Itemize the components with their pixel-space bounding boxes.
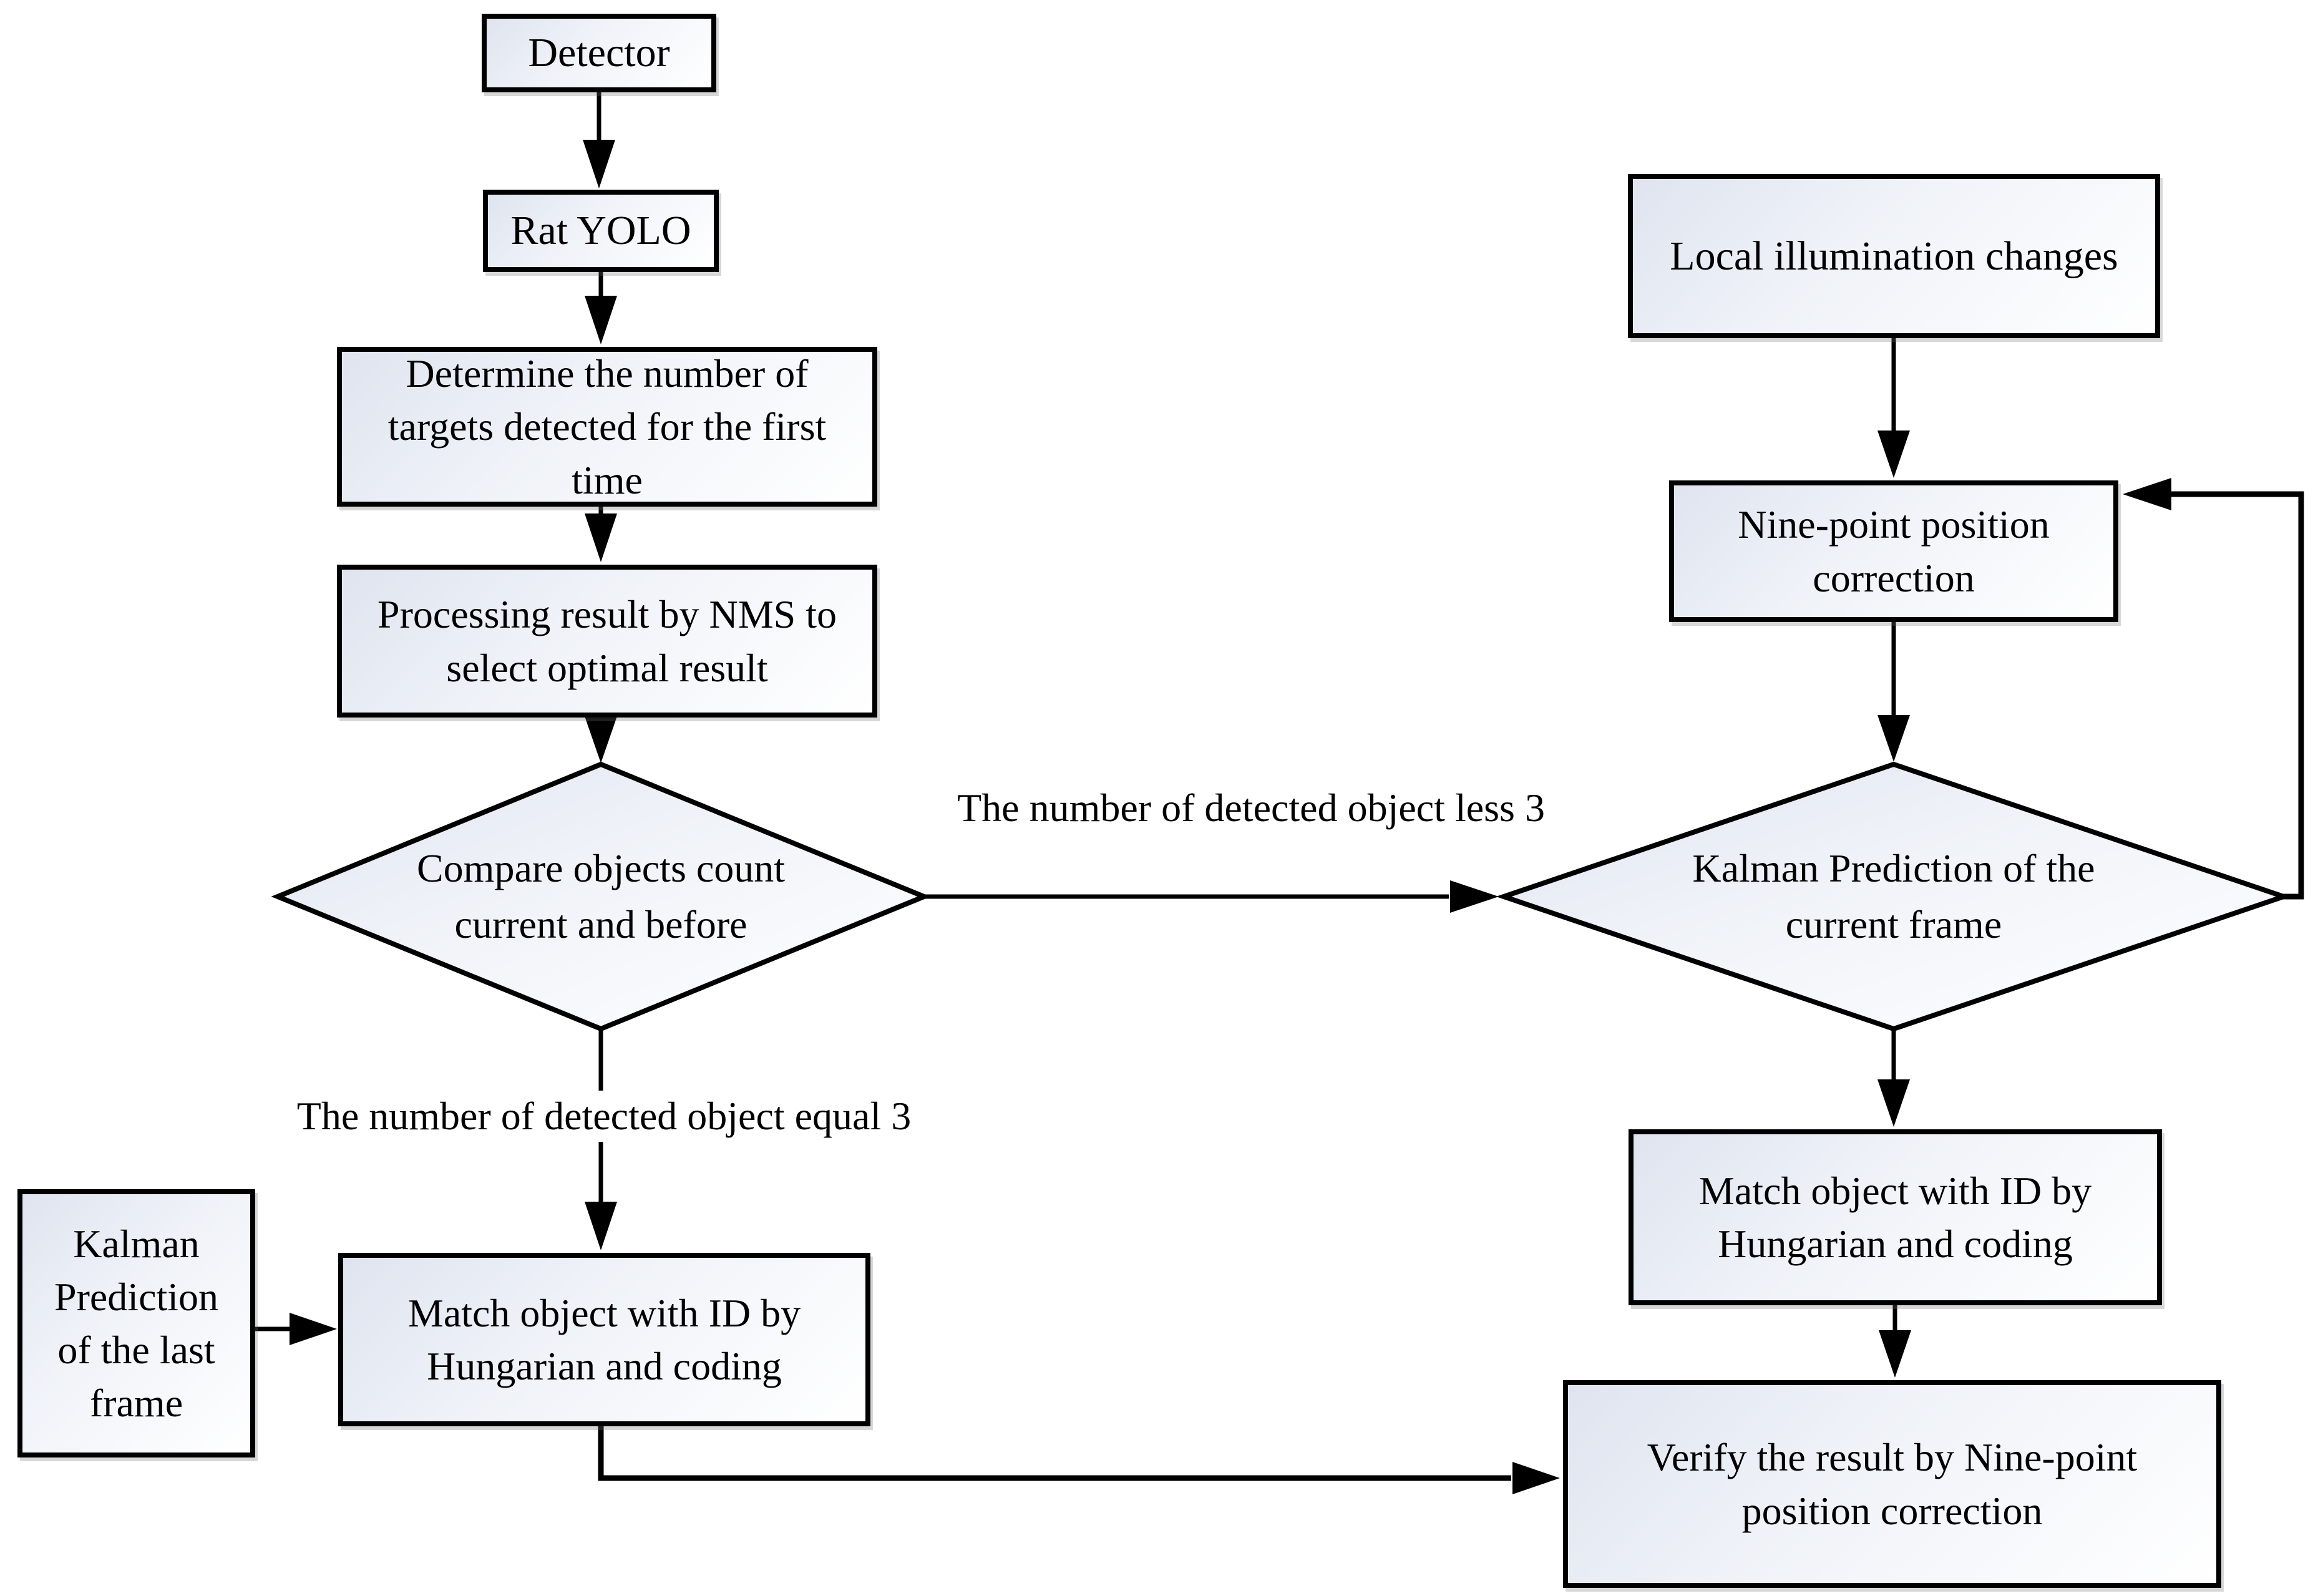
edge-illumination-to-ninepoint — [1877, 338, 1910, 478]
node-rat-yolo-label: Rat YOLO — [510, 208, 691, 254]
edge-label-less3: The number of detected object less 3 — [957, 786, 1545, 830]
node-verify-nine-point-label: Verify the result by Nine-point position… — [1647, 1435, 2138, 1533]
node-detector: Detector — [482, 14, 716, 92]
node-local-illumination-label: Local illumination changes — [1670, 233, 2118, 279]
node-kalman-last-frame-label: Kalman Prediction of the last frame — [54, 1221, 219, 1426]
node-nine-point-correction: Nine-point position correction — [1669, 480, 2118, 622]
node-match-hungarian-right: Match object with ID by Hungarian and co… — [1629, 1129, 2162, 1305]
edge-determine-to-nms — [585, 507, 617, 562]
node-nms-processing: Processing result by NMS to select optim… — [337, 565, 877, 718]
diamond-kalman-current-frame-label: Kalman Prediction of the current frame — [1692, 846, 2095, 946]
edge-ratyolo-to-determine — [585, 272, 617, 344]
node-nine-point-correction-label: Nine-point position correction — [1738, 502, 2050, 600]
node-verify-nine-point: Verify the result by Nine-point position… — [1563, 1380, 2221, 1588]
edge-ninepoint-to-kalmancurrent — [1877, 622, 1910, 762]
node-determine-targets-label: Determine the number of targets detected… — [387, 351, 827, 502]
node-detector-label: Detector — [528, 30, 670, 76]
node-nms-processing-label: Processing result by NMS to select optim… — [377, 592, 837, 690]
node-determine-targets: Determine the number of targets detected… — [337, 347, 877, 507]
node-local-illumination: Local illumination changes — [1628, 174, 2160, 338]
node-match-hungarian-left: Match object with ID by Hungarian and co… — [338, 1253, 870, 1426]
edge-matchleft-to-verify — [598, 1426, 1560, 1494]
node-match-hungarian-left-label: Match object with ID by Hungarian and co… — [407, 1290, 801, 1388]
node-match-hungarian-right-label: Match object with ID by Hungarian and co… — [1698, 1168, 2092, 1266]
node-kalman-last-frame: Kalman Prediction of the last frame — [17, 1189, 255, 1457]
diamond-compare-count-label: Compare objects count current and before — [416, 846, 786, 946]
edge-detector-to-ratyolo — [583, 92, 615, 188]
node-rat-yolo: Rat YOLO — [483, 190, 719, 272]
diamond-kalman-current-frame: Kalman Prediction of the current frame — [1644, 803, 2143, 990]
edge-nms-to-compare — [585, 716, 617, 763]
edge-matchright-to-verify — [1879, 1305, 1911, 1378]
edge-kalmancurrent-to-ninepoint-feedback — [2123, 478, 2304, 900]
diamond-compare-count: Compare objects count current and before — [382, 803, 819, 990]
edge-kalmancurrent-to-matchright — [1877, 1029, 1910, 1127]
edge-compare-to-kalmancurrent-less3 — [924, 880, 1499, 913]
edge-kalmanlast-to-matchleft — [255, 1313, 337, 1345]
edge-label-equal3: The number of detected object equal 3 — [267, 1091, 941, 1142]
